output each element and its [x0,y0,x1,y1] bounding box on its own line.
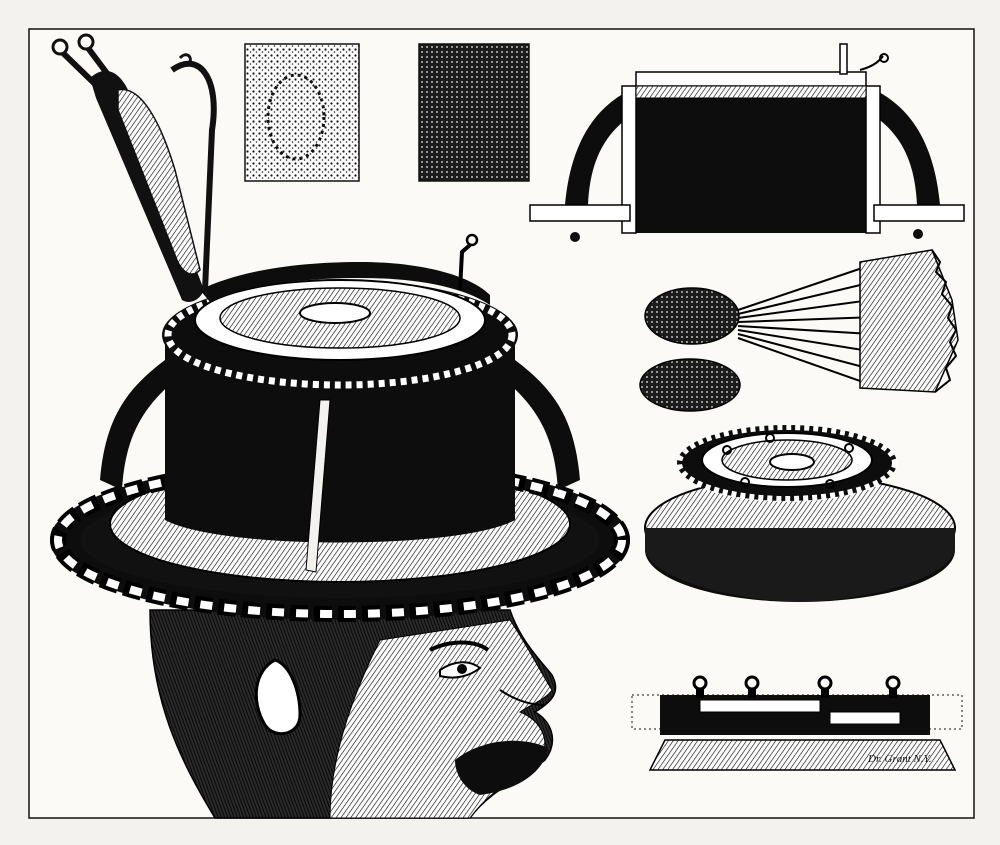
disc-apparatus [644,424,956,602]
man-head [149,609,557,819]
engraver-signature: Dr. Grant N.Y. [867,753,932,765]
electrode-paddle [639,249,959,412]
cross-section-bar: Dr. Grant N.Y. [631,675,963,771]
hat-main [50,233,630,622]
cable-handle-assembly [51,33,217,302]
specimen-card-left [244,43,360,182]
box-apparatus [529,43,965,242]
specimen-card-right [418,43,530,182]
